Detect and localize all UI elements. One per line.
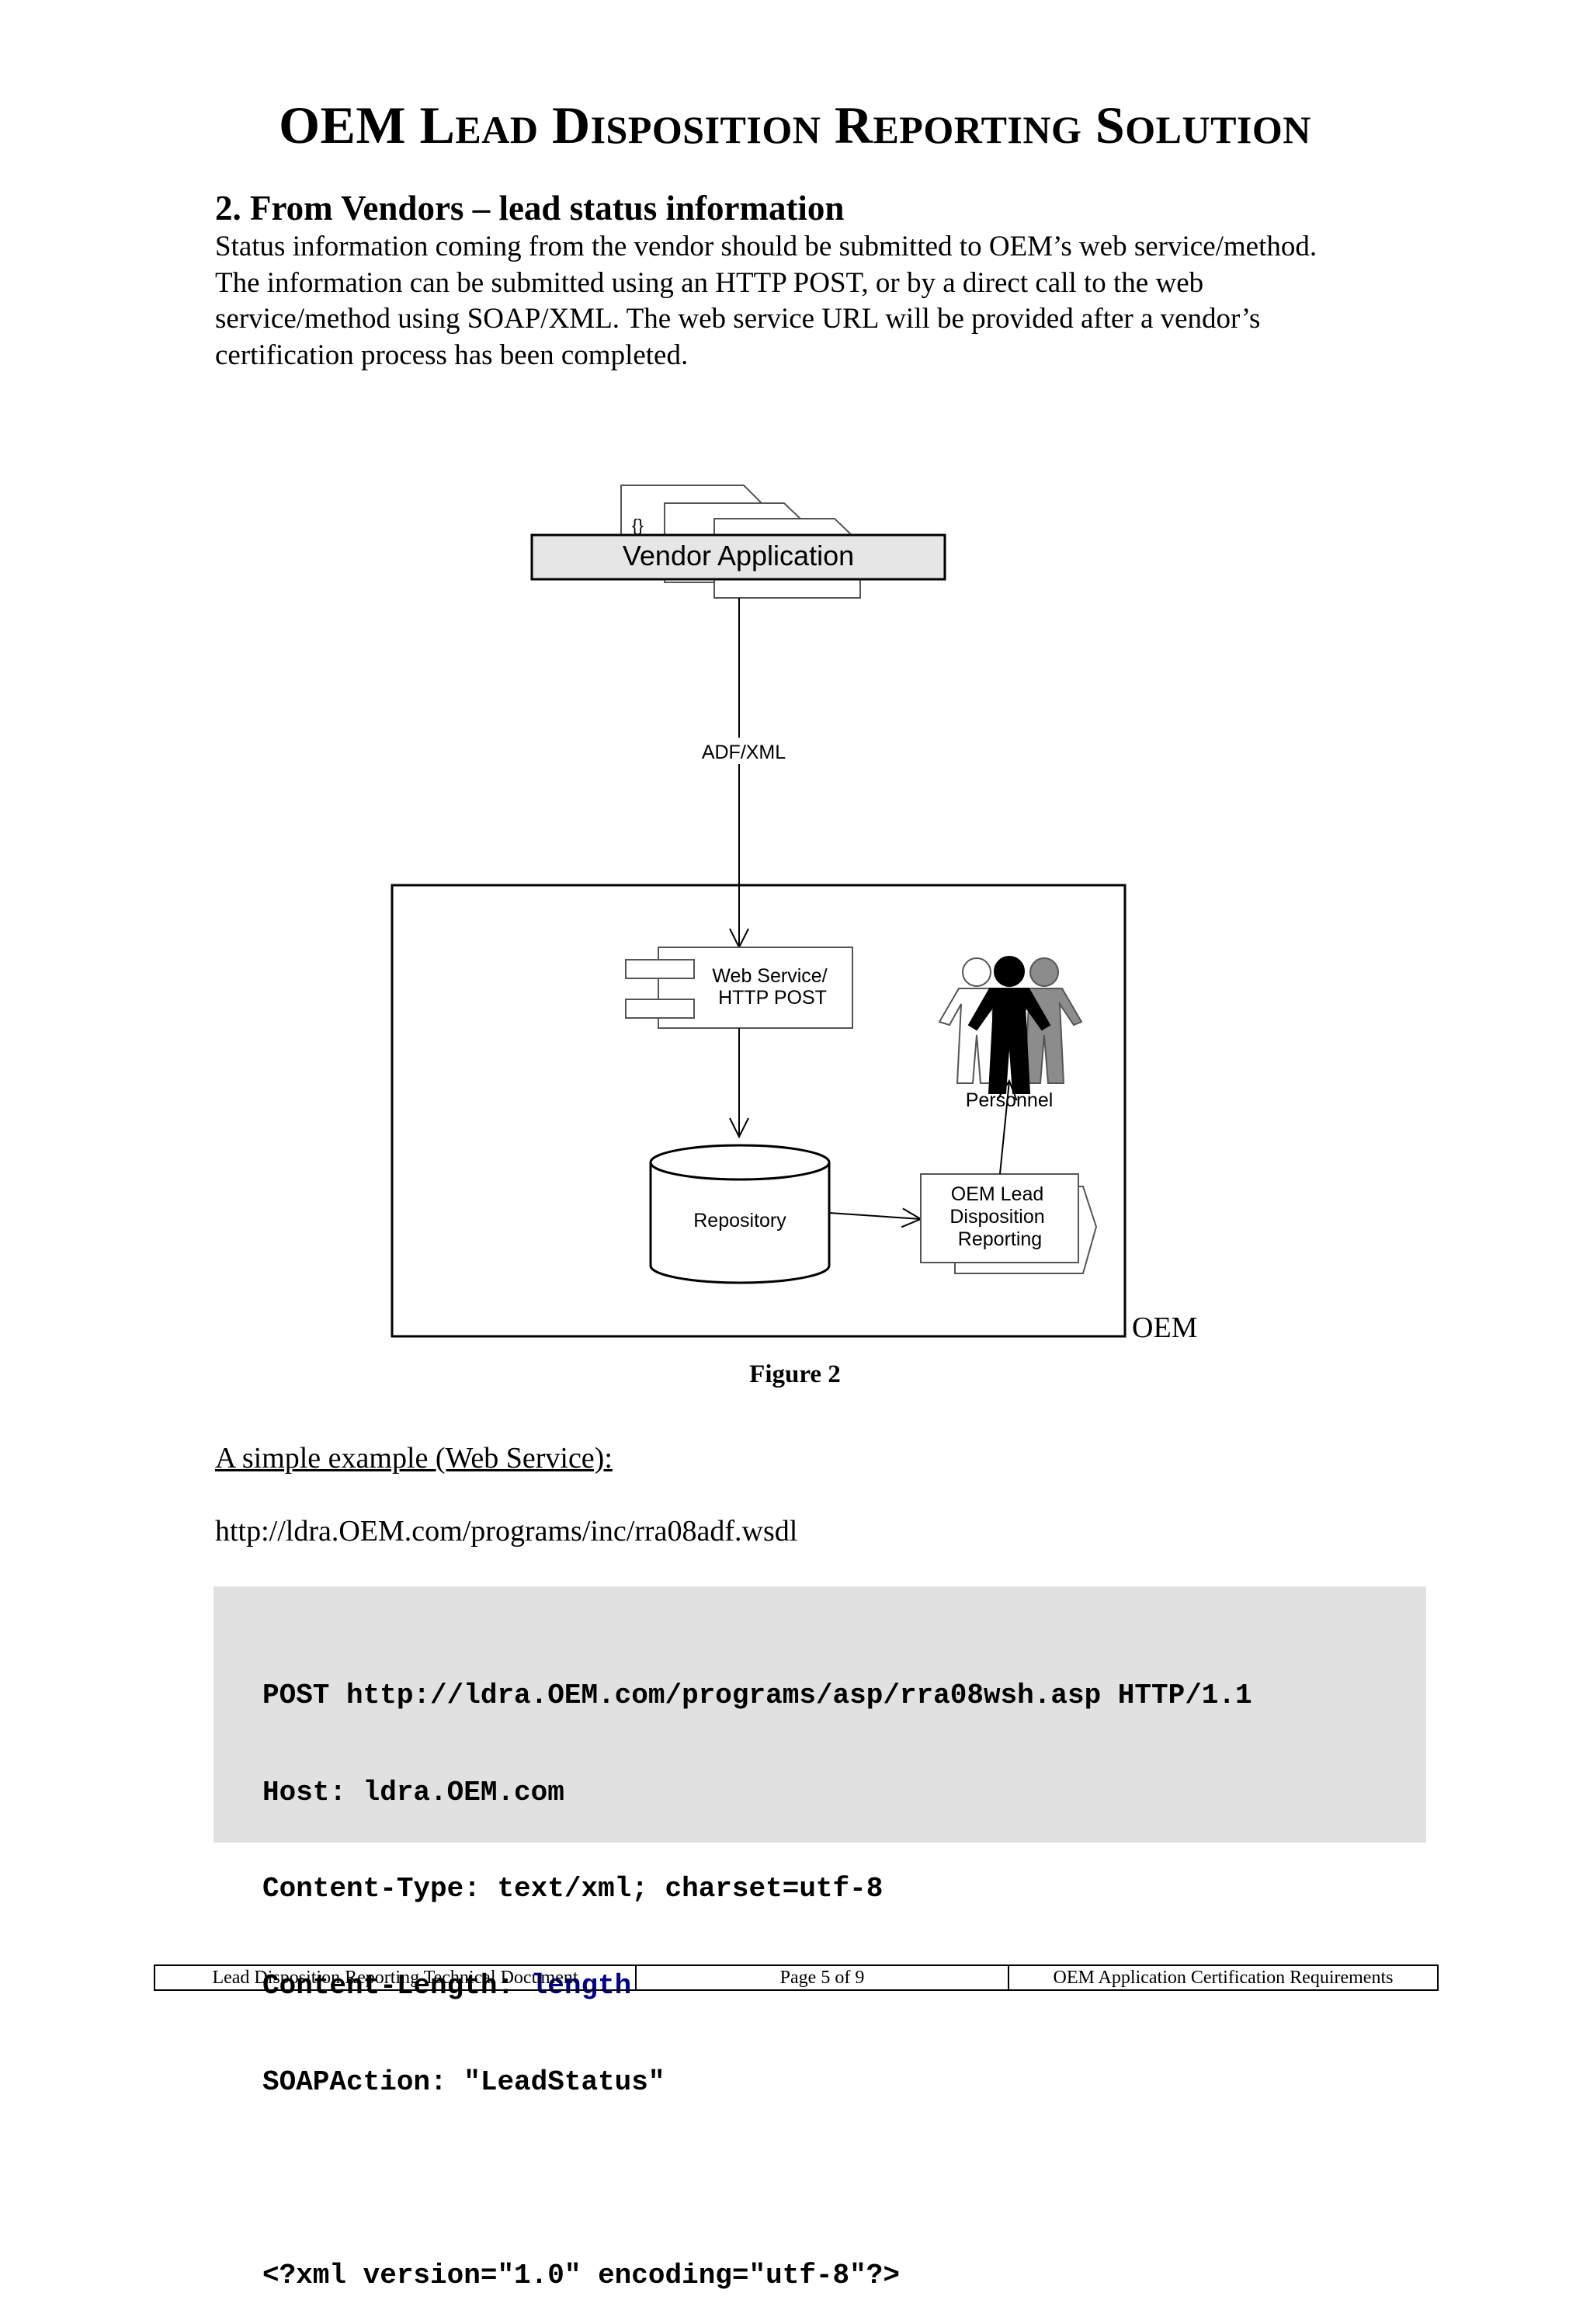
- page-footer: Lead Disposition Reporting Technical Doc…: [154, 1964, 1439, 1991]
- reporting-label-line3: Reporting: [958, 1228, 1042, 1250]
- wsdl-url-link[interactable]: http://ldra.OEM.com/programs/inc/rra08ad…: [215, 1515, 798, 1548]
- web-service-label-line1: Web Service/: [712, 965, 827, 987]
- web-service-component: [625, 947, 853, 1029]
- section-body-text: Status information coming from the vendo…: [215, 231, 1317, 371]
- footer-section-title: OEM Application Certification Requiremen…: [1008, 1964, 1439, 1991]
- reporting-component: [920, 1173, 1098, 1274]
- title-initial: S: [1095, 96, 1126, 155]
- reporting-label-line1: OEM Lead: [951, 1183, 1044, 1205]
- oem-boundary: [391, 884, 1127, 1338]
- code-braces-icon: {}: [632, 516, 644, 535]
- web-service-label: Web Service/ HTTP POST: [712, 965, 832, 1009]
- code-line: Content-Type: text/xml; charset=utf-8: [262, 1873, 884, 1905]
- repository-label: Repository: [693, 1210, 786, 1231]
- repository-database-icon: [649, 1144, 831, 1284]
- title-word-oem: OEM: [279, 96, 407, 155]
- title-initial: R: [834, 96, 873, 155]
- figure-caption: Figure 2: [749, 1360, 841, 1388]
- title-initial: D: [551, 96, 591, 155]
- reporting-label-line2: Disposition: [949, 1206, 1044, 1228]
- title-smallcaps: OLUTION: [1125, 108, 1311, 151]
- vendor-application-box: [530, 533, 946, 581]
- page-title: OEM LEAD DISPOSITION REPORTING SOLUTION: [0, 95, 1590, 156]
- code-line: POST http://ldra.OEM.com/programs/asp/rr…: [262, 1680, 1252, 1711]
- architecture-diagram: {} Vendor Application ADF/XML OEM Web Se…: [391, 485, 1197, 1344]
- code-blank-line: [262, 2163, 1426, 2196]
- web-service-label-line2: HTTP POST: [718, 987, 827, 1009]
- code-line: <?xml version="1.0" encoding="utf-8"?>: [262, 2260, 900, 2291]
- code-line: SOAPAction: "LeadStatus": [262, 2066, 665, 2098]
- title-smallcaps: ISPOSITION: [590, 108, 821, 151]
- personnel-icon: [938, 956, 1083, 1094]
- reporting-personnel-connector: [1000, 1081, 1009, 1175]
- title-smallcaps: EPORTING: [873, 108, 1082, 151]
- footer-page-number: Page 5 of 9: [635, 1964, 1009, 1991]
- adf-xml-label: ADF/XML: [702, 742, 786, 763]
- reporting-label: OEM Lead Disposition Reporting: [949, 1183, 1050, 1250]
- http-request-code-block: POST http://ldra.OEM.com/programs/asp/rr…: [214, 1586, 1426, 2291]
- personnel-label: Personnel: [966, 1089, 1054, 1111]
- vendor-application-label: Vendor Application: [623, 540, 854, 571]
- title-initial: L: [419, 96, 456, 155]
- title-smallcaps: EAD: [455, 108, 539, 151]
- example-heading: A simple example (Web Service):: [215, 1442, 613, 1475]
- code-line: Host: ldra.OEM.com: [262, 1776, 564, 1808]
- repository-reporting-connector: [828, 1213, 921, 1219]
- oem-boundary-label: OEM: [1132, 1311, 1197, 1344]
- footer-document-title: Lead Disposition Reporting Technical Doc…: [154, 1964, 637, 1991]
- section-heading: 2. From Vendors – lead status informatio…: [215, 189, 845, 228]
